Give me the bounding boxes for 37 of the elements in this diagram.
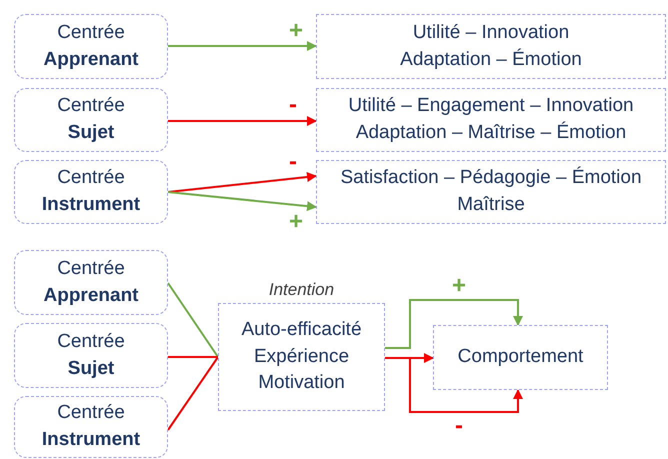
arrow [385, 357, 523, 413]
box-text: Centrée [57, 256, 125, 281]
box-text: Utilité – Engagement – Innovation Adaptation – Maîtrise – Émotion [347, 94, 635, 145]
rounded-box [14, 160, 168, 224]
rounded-box [14, 88, 168, 152]
box-heading: Instrument [42, 193, 140, 217]
rounded-box [14, 396, 168, 458]
rounded-box [14, 250, 168, 315]
box-heading: Apprenant [44, 48, 138, 72]
box-text: Centrée [57, 94, 125, 118]
rounded-box [14, 323, 168, 388]
box-text: Satisfaction – Pédagogie – Émotion Maîtrise [339, 166, 643, 217]
box-text: Centrée [57, 20, 125, 45]
connector-line [168, 356, 218, 358]
box-text: Auto-efficacité Expérience Motivation [240, 318, 363, 396]
arrow [168, 41, 317, 51]
box-text: Comportement [458, 345, 584, 370]
box-text: Utilité – Innovation Adaptation – Émotion [399, 20, 583, 72]
arrow [385, 299, 523, 349]
box-heading: Sujet [68, 121, 114, 145]
arrow [168, 116, 317, 126]
box-heading: Apprenant [44, 284, 138, 308]
process-box [316, 88, 666, 152]
box-text: Centrée [57, 401, 125, 426]
box-heading: Sujet [68, 356, 114, 380]
connector-line [167, 356, 219, 431]
arrow [168, 172, 317, 193]
process-box [316, 160, 666, 224]
arrow [168, 191, 317, 212]
connector-line [167, 282, 219, 358]
box-heading: Instrument [42, 428, 140, 452]
box-text: Centrée [57, 166, 125, 190]
box-text: Centrée [57, 330, 125, 354]
process-box [316, 14, 666, 79]
rounded-box [14, 14, 168, 79]
process-box [433, 325, 608, 390]
box-caption: Intention [268, 279, 336, 301]
